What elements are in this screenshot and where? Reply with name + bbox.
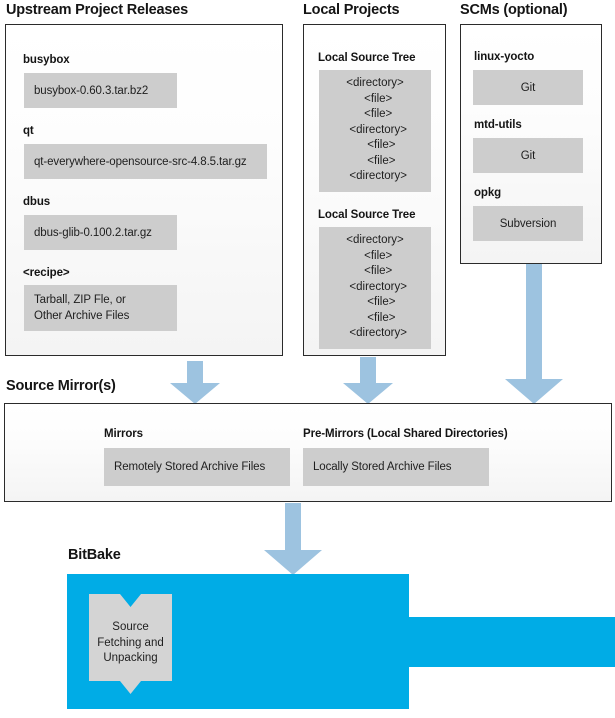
upstream-item-value-busybox: busybox-0.60.3.tar.bz2 bbox=[24, 73, 177, 108]
scms-item-value-opkg: Subversion bbox=[473, 206, 583, 241]
tree-line: <directory> bbox=[343, 123, 407, 136]
source-fetching-label-line-3: Unpacking bbox=[103, 652, 158, 664]
tree-line: <file> bbox=[354, 296, 396, 308]
tree-line: <file> bbox=[357, 265, 393, 277]
scms-section-title: SCMs (optional) bbox=[460, 2, 568, 18]
local-projects-section-title: Local Projects bbox=[303, 2, 400, 18]
tree-line: <directory> bbox=[343, 327, 407, 339]
tree-line: <file> bbox=[357, 92, 393, 105]
tree-line: <file> bbox=[357, 249, 393, 262]
upstream-item-value-recipe: Tarball, ZIP Fle, or Other Archive Files bbox=[24, 285, 177, 331]
source-mirrors-section-title: Source Mirror(s) bbox=[6, 378, 116, 394]
tree-line: <directory> bbox=[346, 234, 404, 246]
upstream-panel: busybox busybox-0.60.3.tar.bz2 qt qt-eve… bbox=[5, 24, 283, 356]
source-fetching-label-line-2: Fetching and bbox=[97, 636, 164, 649]
bitbake-section-title: BitBake bbox=[68, 547, 121, 563]
source-mirrors-item-label-mirrors: Mirrors bbox=[104, 428, 143, 440]
arrow-upstream-to-mirrors bbox=[170, 361, 220, 404]
tree-line: <file> bbox=[354, 311, 396, 324]
tree-line: <directory> bbox=[346, 77, 404, 89]
scms-item-label-linux-yocto: linux-yocto bbox=[474, 51, 535, 63]
upstream-item-label-dbus: dbus bbox=[23, 196, 51, 208]
scms-item-value-mtd-utils: Git bbox=[473, 138, 583, 173]
arrow-scms-to-mirrors bbox=[505, 264, 563, 404]
local-source-tree-box-1: <directory> <file> <file> <directory> <f… bbox=[319, 70, 431, 192]
source-mirrors-item-value-pre-mirrors: Locally Stored Archive Files bbox=[303, 448, 489, 486]
source-fetching-label-line-1: Source bbox=[112, 621, 149, 633]
tree-line: <file> bbox=[354, 154, 396, 167]
arrow-local-projects-to-mirrors bbox=[343, 357, 393, 404]
scms-item-label-mtd-utils: mtd-utils bbox=[474, 119, 522, 131]
source-fetching-and-unpacking-box: Source Fetching and Unpacking bbox=[89, 594, 172, 694]
tree-line: <file> bbox=[354, 139, 396, 151]
source-mirrors-panel: Mirrors Remotely Stored Archive Files Pr… bbox=[4, 403, 612, 502]
scms-item-value-linux-yocto: Git bbox=[473, 70, 583, 105]
source-mirrors-item-label-pre-mirrors: Pre-Mirrors (Local Shared Directories) bbox=[303, 428, 508, 440]
upstream-item-value-qt: qt-everywhere-opensource-src-4.8.5.tar.g… bbox=[24, 144, 267, 179]
upstream-item-label-qt: qt bbox=[23, 125, 34, 137]
tree-line: <file> bbox=[357, 108, 393, 120]
local-projects-panel: Local Source Tree <directory> <file> <fi… bbox=[303, 24, 446, 356]
recipe-value-line-1: Tarball, ZIP Fle, or bbox=[34, 294, 126, 306]
tree-line: <directory> bbox=[343, 280, 407, 293]
upstream-section-title: Upstream Project Releases bbox=[6, 2, 188, 18]
upstream-item-label-recipe: <recipe> bbox=[23, 267, 70, 279]
upstream-item-label-busybox: busybox bbox=[23, 54, 70, 66]
bitbake-extension-block bbox=[409, 617, 615, 667]
upstream-item-value-dbus: dbus-glib-0.100.2.tar.gz bbox=[24, 215, 177, 250]
local-source-tree-label-1: Local Source Tree bbox=[318, 52, 416, 64]
arrow-mirrors-to-bitbake bbox=[264, 503, 322, 575]
tree-line: <directory> bbox=[343, 170, 407, 182]
local-source-tree-box-2: <directory> <file> <file> <directory> <f… bbox=[319, 227, 431, 349]
scms-item-label-opkg: opkg bbox=[474, 187, 502, 199]
recipe-value-line-2: Other Archive Files bbox=[34, 310, 130, 322]
source-mirrors-item-value-mirrors: Remotely Stored Archive Files bbox=[104, 448, 290, 486]
scms-panel: linux-yocto Git mtd-utils Git opkg Subve… bbox=[460, 24, 602, 264]
local-source-tree-label-2: Local Source Tree bbox=[318, 209, 416, 221]
